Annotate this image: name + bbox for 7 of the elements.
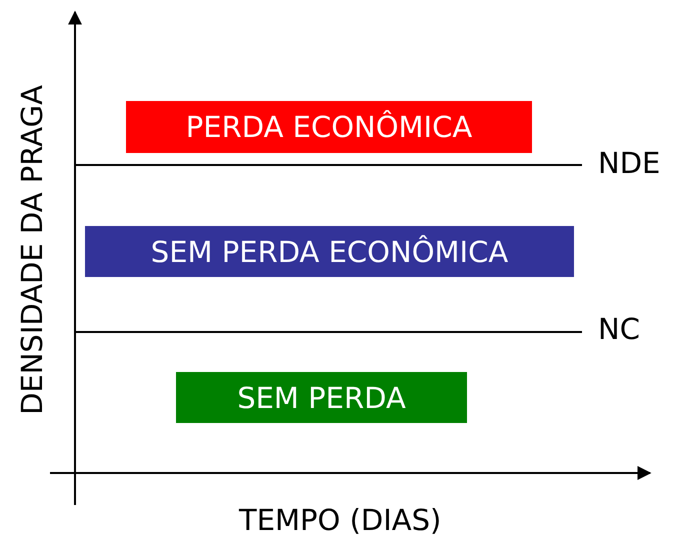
band-label: SEM PERDA [176,372,467,423]
band-label: SEM PERDA ECONÔMICA [85,226,574,277]
threshold-label: NDE [598,146,660,180]
band-label: PERDA ECONÔMICA [126,101,532,153]
axis-title: DENSIDADE DA PRAGA [14,85,49,415]
axis-title: TEMPO (DIAS) [239,503,442,537]
threshold-label: NC [598,312,640,346]
